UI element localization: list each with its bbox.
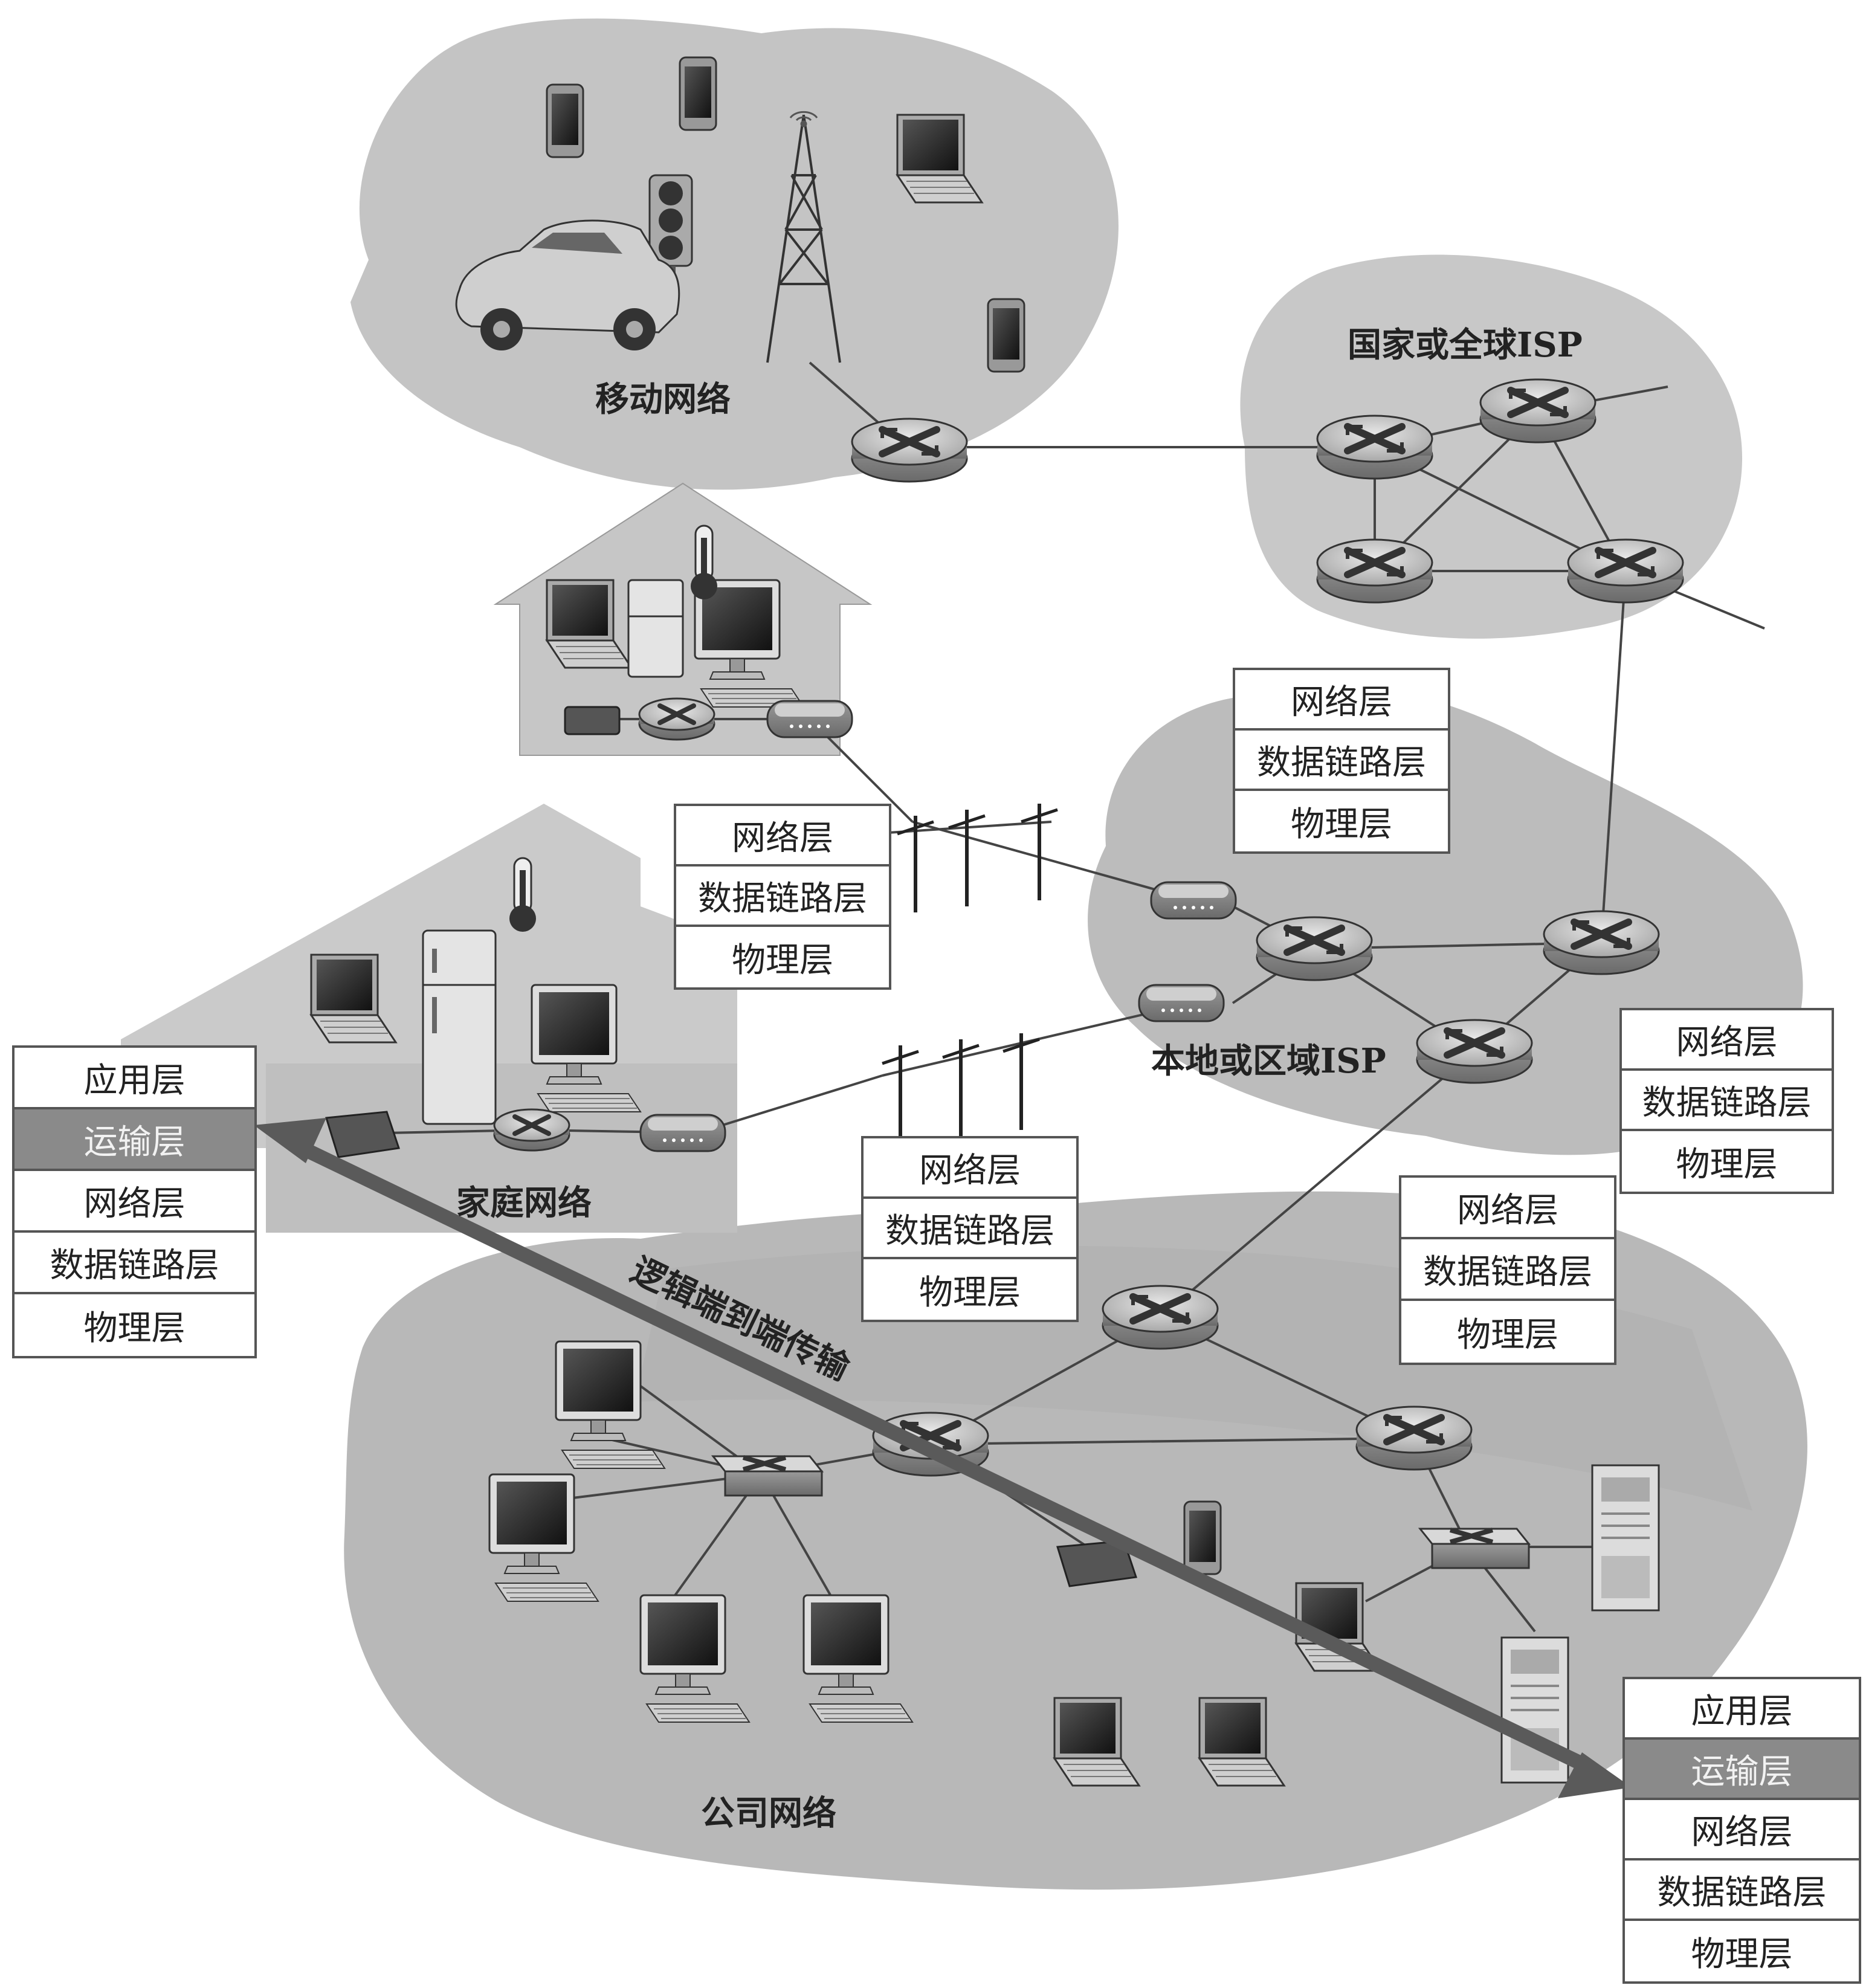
stack-layer: 物理层 xyxy=(1691,1934,1793,1974)
enterprise-router-3 xyxy=(1357,1407,1471,1470)
home-upper-modem xyxy=(564,706,621,735)
stack-layer: 数据链路层 xyxy=(1401,1239,1614,1301)
stack-layer: 物理层 xyxy=(1457,1315,1558,1355)
stack-router-middle-lower: 网络层 数据链路层 物理层 xyxy=(861,1136,1079,1322)
enterprise-router-1 xyxy=(1103,1286,1218,1349)
stack-layer: 数据链路层 xyxy=(1622,1071,1832,1131)
pole-6 xyxy=(1003,1033,1039,1130)
stack-layer: 物理层 xyxy=(1676,1144,1778,1184)
label-local-isp: 本地或区域ISP xyxy=(1151,1041,1386,1081)
stack-layer: 数据链路层 xyxy=(1625,1861,1859,1921)
stack-layer: 应用层 xyxy=(15,1048,254,1109)
stack-end-host-right: 应用层 运输层 网络层 数据链路层 物理层 xyxy=(1622,1677,1861,1984)
enterprise-access-point xyxy=(1056,1540,1137,1587)
home-lower-fridge xyxy=(422,929,497,1125)
stack-layer: 网络层 xyxy=(864,1138,1076,1199)
stack-layer: 网络层 xyxy=(1235,670,1448,731)
isp-modem-2 xyxy=(1138,984,1225,1022)
stack-router-middle-left: 网络层 数据链路层 物理层 xyxy=(674,804,891,990)
national-router-4 xyxy=(1568,540,1683,602)
car xyxy=(455,219,680,350)
stack-layer: 网络层 xyxy=(1625,1800,1859,1861)
stack-layer: 网络层 xyxy=(676,806,889,867)
local-router-1 xyxy=(1257,917,1372,980)
mobile-phone-3 xyxy=(987,298,1025,373)
stack-layer: 数据链路层 xyxy=(676,867,889,927)
local-router-2 xyxy=(1544,911,1659,974)
stack-layer: 网络层 xyxy=(1401,1178,1614,1239)
pole-4 xyxy=(882,1045,919,1142)
stack-layer: 物理层 xyxy=(83,1308,186,1348)
enterprise-server-2 xyxy=(1500,1636,1569,1784)
stack-layer: 物理层 xyxy=(1291,804,1392,844)
stack-layer: 物理层 xyxy=(919,1273,1021,1312)
pole-2 xyxy=(949,810,985,906)
stack-layer: 网络层 xyxy=(1622,1010,1832,1071)
stack-layer: 应用层 xyxy=(1625,1679,1859,1740)
stack-router-isp-top: 网络层 数据链路层 物理层 xyxy=(1233,668,1450,854)
national-router-1 xyxy=(1317,416,1432,479)
mobile-router xyxy=(852,419,967,482)
home-upper-fridge xyxy=(627,579,684,678)
enterprise-server-1 xyxy=(1591,1464,1660,1612)
stack-router-enterprise: 网络层 数据链路层 物理层 xyxy=(1399,1175,1616,1365)
label-national-isp: 国家或全球ISP xyxy=(1348,325,1583,365)
national-router-3 xyxy=(1317,540,1432,602)
home-lower-router xyxy=(494,1109,569,1151)
home-upper-router xyxy=(639,699,714,740)
label-enterprise-network: 公司网络 xyxy=(701,1793,836,1833)
pole-3 xyxy=(1021,804,1057,900)
label-mobile-network: 移动网络 xyxy=(595,379,731,419)
isp-modem-1 xyxy=(1150,881,1237,920)
home-upper-cable-modem xyxy=(766,700,853,738)
label-home-network: 家庭网络 xyxy=(456,1183,592,1223)
home-lower-cable-modem xyxy=(639,1114,726,1152)
stack-layer: 数据链路层 xyxy=(1235,731,1448,791)
stack-layer-highlighted: 运输层 xyxy=(1625,1740,1859,1800)
stack-end-host-left: 应用层 运输层 网络层 数据链路层 物理层 xyxy=(12,1045,257,1358)
stack-router-isp-right: 网络层 数据链路层 物理层 xyxy=(1619,1008,1834,1194)
mobile-network-cloud xyxy=(350,18,1119,490)
home-lower-modem xyxy=(325,1111,400,1158)
enterprise-switch-2 xyxy=(1420,1529,1529,1568)
stack-layer: 数据链路层 xyxy=(15,1233,254,1294)
enterprise-switch-1 xyxy=(713,1456,822,1496)
mobile-phone-1 xyxy=(546,83,584,158)
enterprise-tablet xyxy=(1183,1500,1222,1575)
cell-tower xyxy=(766,114,841,363)
home-lower-thermometer xyxy=(508,857,537,933)
stack-layer: 数据链路层 xyxy=(864,1199,1076,1259)
stack-layer-highlighted: 运输层 xyxy=(15,1109,254,1171)
mobile-phone-2 xyxy=(679,56,717,131)
logical-transport-arrow xyxy=(254,1118,1632,1798)
national-router-2 xyxy=(1480,379,1595,442)
stack-layer: 物理层 xyxy=(732,940,833,980)
local-router-3 xyxy=(1417,1020,1532,1083)
stack-layer: 网络层 xyxy=(15,1171,254,1233)
home-upper-thermometer xyxy=(689,524,718,601)
